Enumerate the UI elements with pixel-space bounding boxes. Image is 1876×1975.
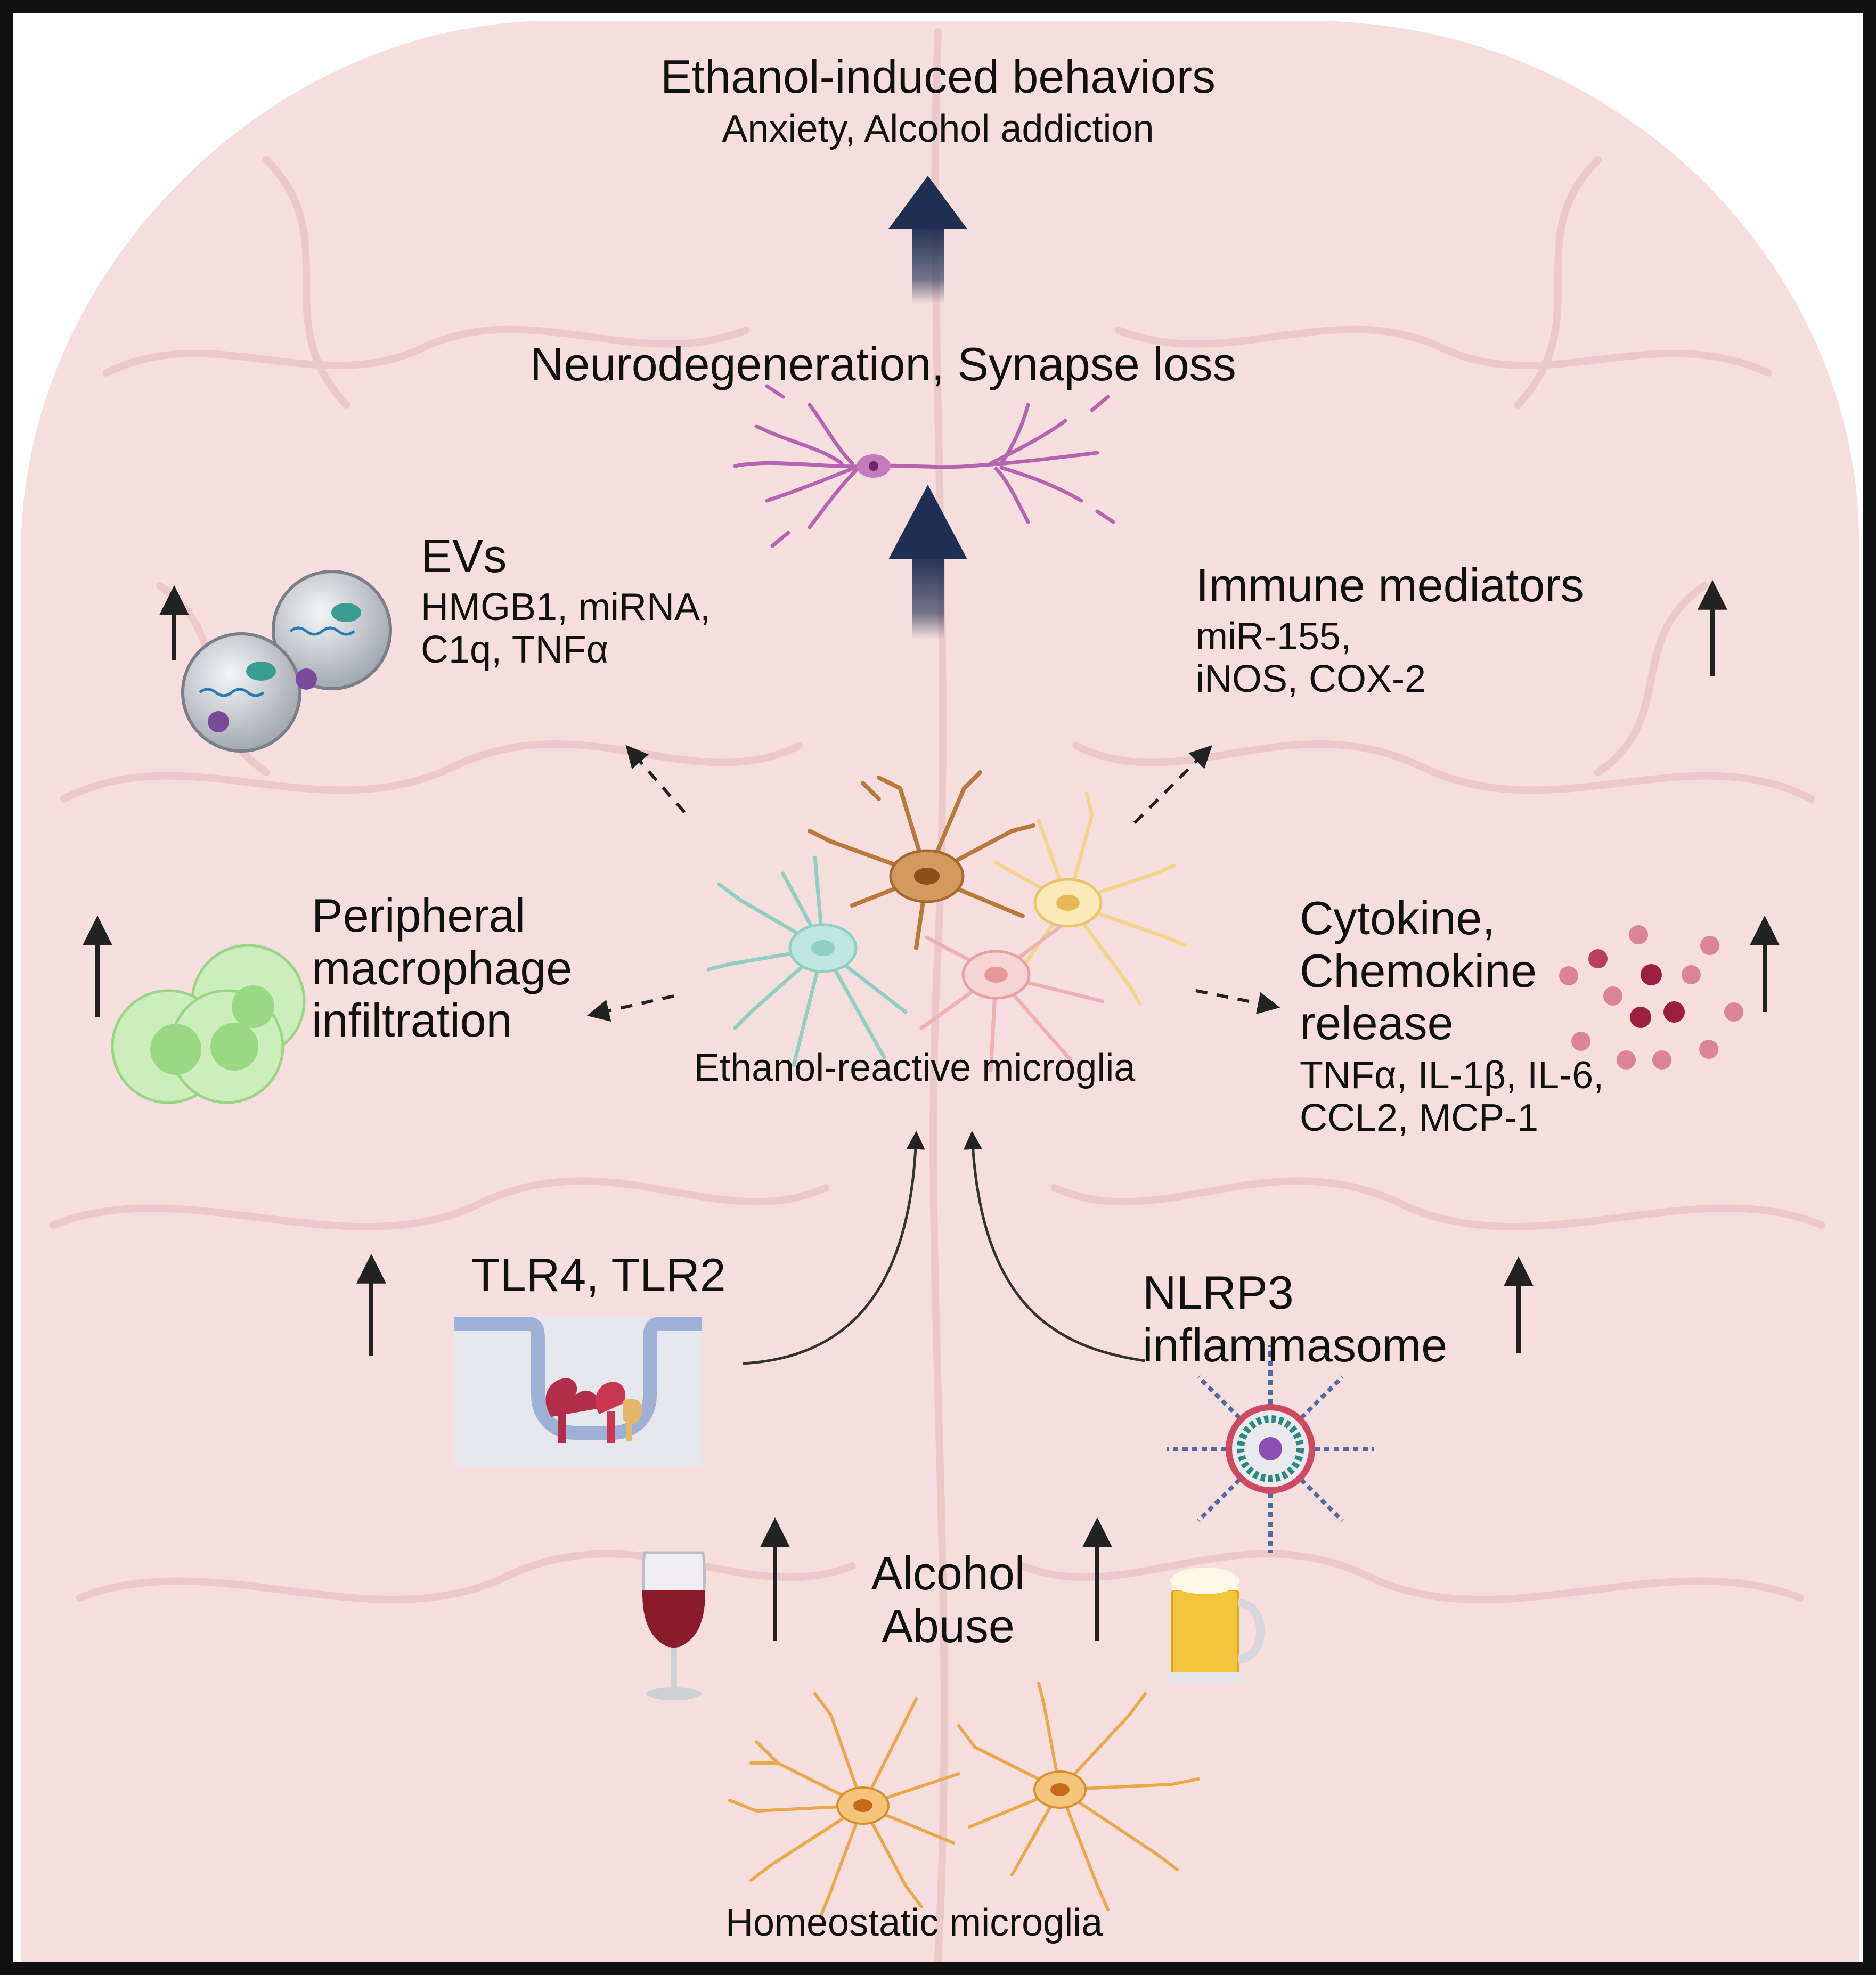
homeostatic-microglia-icon (728, 1682, 1200, 1919)
cytokine-line3: release (1300, 997, 1454, 1050)
nlrp3-block: NLRP3 inflammasome (1143, 1266, 1448, 1372)
cytokine-line2: Chemokine (1300, 944, 1537, 997)
immune-block: Immune mediators miR-155, iNOS, COX-2 (1196, 559, 1584, 701)
cytokine-block: Cytokine, Chemokine release TNFα, IL-1β,… (1300, 892, 1604, 1140)
immune-line1: miR-155, (1196, 615, 1352, 658)
macrophage-icon (111, 944, 306, 1104)
evs-line2: C1q, TNFα (421, 629, 609, 672)
behaviors-block: Ethanol-induced behaviors Anxiety, Alcoh… (0, 50, 1876, 150)
dashed-arrow-immune (1133, 745, 1212, 825)
curved-arrow-tlr (743, 1131, 925, 1365)
immune-line2: iNOS, COX-2 (1196, 658, 1426, 701)
macrophage-block: Peripheral macrophage infiltration (312, 889, 572, 1047)
curved-arrow-nlrp3 (963, 1131, 1146, 1362)
macrophage-line3: infiltration (312, 994, 512, 1047)
neurodegeneration-title: Neurodegeneration, Synapse loss (530, 338, 1236, 390)
behaviors-title: Ethanol-induced behaviors (660, 50, 1216, 103)
alcohol-line2: Abuse (882, 1599, 1015, 1652)
neuron-icon (733, 384, 1115, 548)
nlrp3-inflammasome-icon (1167, 1345, 1374, 1553)
brain-background (21, 21, 1859, 1969)
reactive-microglia-label: Ethanol-reactive microglia (694, 1047, 1136, 1089)
beer-mug-icon (1169, 1568, 1265, 1683)
cytokine-dots-icon (1559, 925, 1743, 1070)
homeostatic-nucleus-right (1050, 1783, 1070, 1796)
reactive-microglia-icon (706, 770, 1187, 1073)
wine-glass-icon (642, 1551, 706, 1700)
homeostatic-nucleus-left (853, 1799, 872, 1812)
neuron-nucleus (869, 461, 878, 471)
big-arrow-top (888, 176, 967, 304)
cytokine-line4: TNFα, IL-1β, IL-6, (1300, 1054, 1604, 1097)
dashed-arrow-macrophage (586, 994, 674, 1022)
cytokine-line5: CCL2, MCP-1 (1300, 1097, 1539, 1140)
macrophage-line2: macrophage (312, 941, 573, 994)
homeostatic-microglia-label: Homeostatic microglia (725, 1901, 1103, 1944)
alcohol-line1: Alcohol (871, 1547, 1025, 1599)
tlr-title: TLR4, TLR2 (471, 1248, 726, 1301)
dashed-arrow-cytokine (1195, 989, 1280, 1015)
behaviors-subtitle: Anxiety, Alcohol addiction (722, 107, 1154, 150)
evs-block: EVs HMGB1, miRNA, C1q, TNFα (421, 529, 711, 672)
vesicle-icon (181, 570, 392, 753)
tlr-receptor-icon (454, 1316, 702, 1467)
immune-title: Immune mediators (1196, 559, 1584, 611)
dashed-arrow-evs (625, 745, 686, 813)
macrophage-line1: Peripheral (312, 889, 526, 942)
big-arrow-middle (888, 485, 967, 639)
nlrp3-line1: NLRP3 (1143, 1266, 1294, 1319)
nlrp3-line2: inflammasome (1143, 1318, 1448, 1372)
cytokine-line1: Cytokine, (1300, 892, 1495, 944)
evs-title: EVs (421, 529, 507, 582)
alcohol-block: Alcohol Abuse (831, 1547, 1065, 1652)
evs-line1: HMGB1, miRNA, (421, 585, 711, 629)
